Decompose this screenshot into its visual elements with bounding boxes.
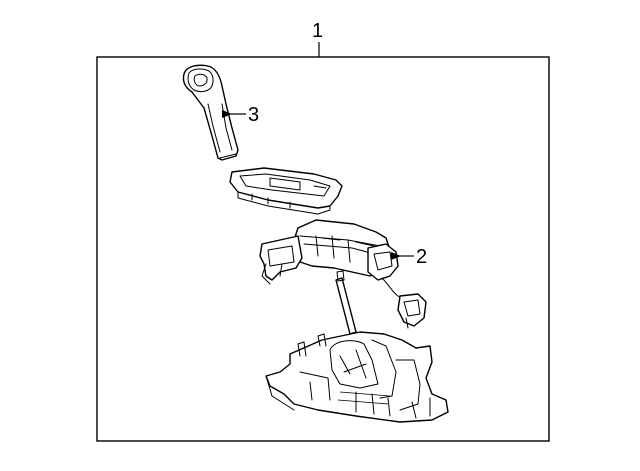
shift-lever-rod	[335, 270, 357, 335]
shift-knob-part	[182, 64, 239, 161]
assembly-frame	[96, 56, 550, 442]
callout-2-label: 2	[416, 246, 427, 268]
shifter-control-part	[259, 219, 427, 329]
callout-1-label: 1	[312, 20, 323, 42]
shifter-base-part	[265, 331, 449, 423]
callout-3-label: 3	[248, 104, 259, 126]
indicator-bezel-part	[229, 167, 343, 215]
